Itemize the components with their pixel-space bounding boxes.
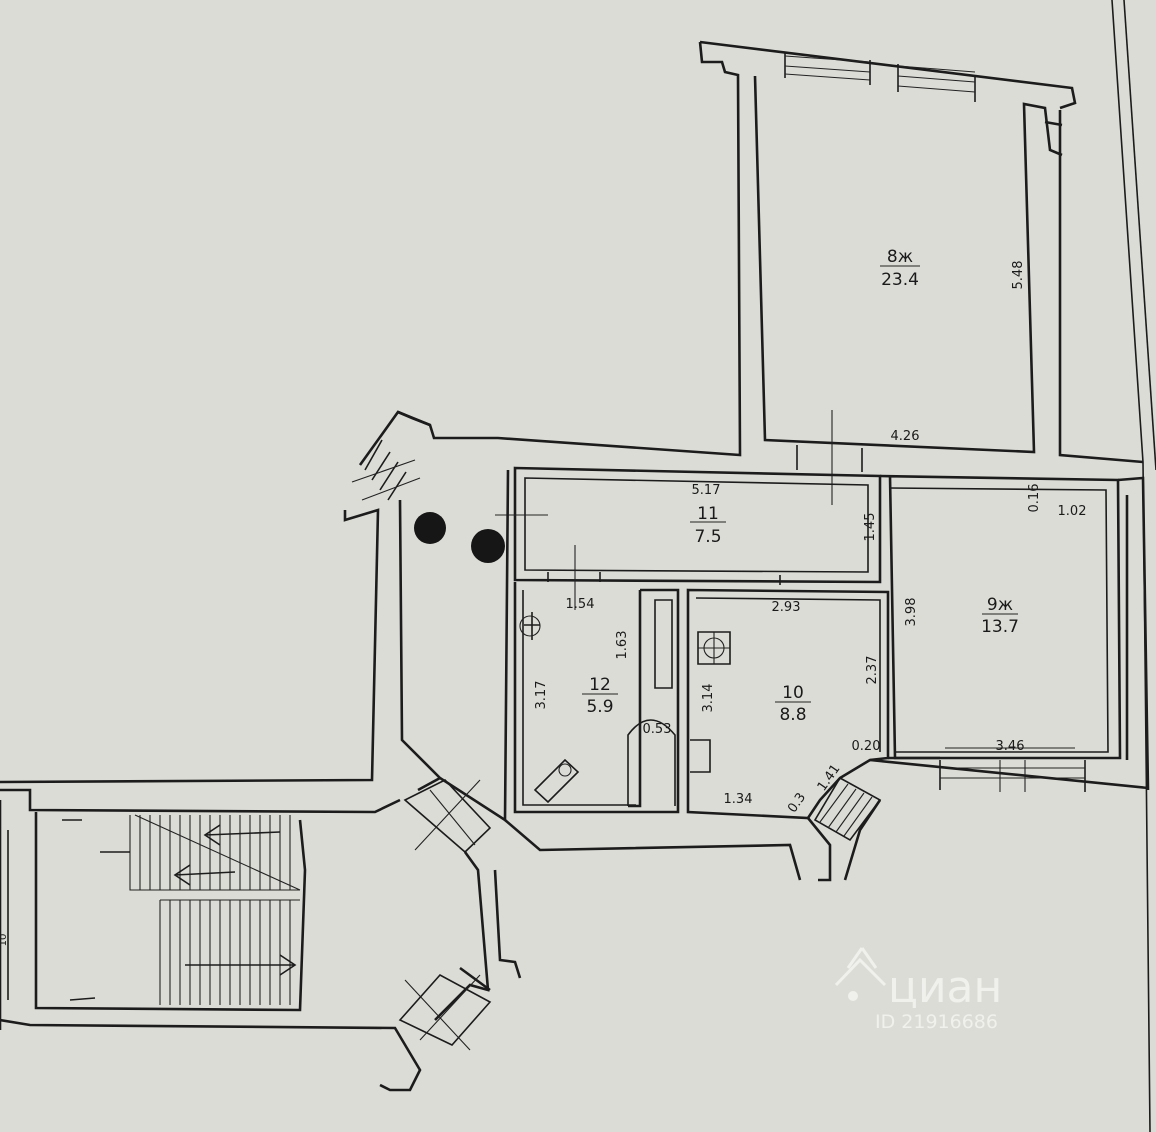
dim-r11-height: 1.45 [863, 513, 878, 542]
room-9-label: 9ж 13.7 [981, 595, 1019, 637]
stair-label: 10 [0, 934, 9, 947]
room-10-label: 10 8.8 [775, 683, 811, 725]
stair-treads-upper [129, 814, 301, 891]
dimension-labels: 5.48 4.26 5.17 1.45 0.16 1.02 3.98 3.46 … [0, 261, 1086, 947]
dim-r10-height: 3.14 [701, 684, 716, 713]
room-9-number: 9ж [987, 595, 1013, 615]
room-11-number: 11 [697, 504, 719, 524]
dim-r10-corner: 0.20 [852, 739, 881, 754]
dim-r9-bottom: 3.46 [996, 739, 1025, 754]
corridor-walls [0, 410, 510, 854]
room-12-area: 5.9 [586, 697, 613, 717]
room-11-label: 11 7.5 [690, 504, 726, 547]
room-10-number: 10 [782, 683, 804, 703]
dim-r10-width: 2.93 [772, 600, 801, 615]
dim-r12-bath: 0.53 [643, 722, 672, 737]
dim-r9-gap: 0.16 [1027, 484, 1042, 513]
chimney-1 [414, 512, 446, 544]
room-8-number: 8ж [887, 247, 913, 267]
room-11-walls [495, 466, 882, 610]
cian-logo-icon [834, 947, 887, 1001]
dim-entry-gap: 0.3 [785, 790, 809, 816]
room-10-area: 8.8 [779, 705, 806, 725]
watermark: циан ID 21916686 [834, 947, 1002, 1033]
room-8-area: 23.4 [881, 270, 919, 290]
dim-r8-height: 5.48 [1011, 261, 1026, 290]
stair-treads-lower [159, 899, 300, 1005]
chimney-2 [471, 529, 505, 563]
dim-r11-width: 5.17 [692, 483, 721, 498]
watermark-brand: циан [888, 962, 1002, 1013]
dim-r12-inner: 1.63 [615, 631, 630, 660]
room-12-walls [513, 582, 680, 814]
dim-r12-height: 3.17 [534, 681, 549, 710]
dim-r9-height: 3.98 [904, 598, 919, 627]
room-8-walls [397, 40, 1077, 505]
room-12-number: 12 [589, 675, 611, 695]
entrance-steps [806, 756, 1149, 882]
dim-r8-width: 4.26 [891, 429, 920, 444]
watermark-id: ID 21916686 [875, 1011, 998, 1033]
dim-r9-top: 1.02 [1058, 504, 1087, 519]
dim-r10-side: 2.37 [865, 656, 880, 685]
room-11-area: 7.5 [694, 527, 721, 547]
dim-r10-bottom: 1.34 [724, 792, 753, 807]
building-edge [1058, 0, 1156, 1132]
dim-r12-width: 1.54 [566, 597, 595, 612]
room-10-walls [654, 588, 890, 820]
room-8-label: 8ж 23.4 [880, 247, 920, 290]
stairwell [0, 788, 802, 1092]
room-9-area: 13.7 [981, 617, 1019, 637]
room-12-label: 12 5.9 [582, 675, 618, 717]
